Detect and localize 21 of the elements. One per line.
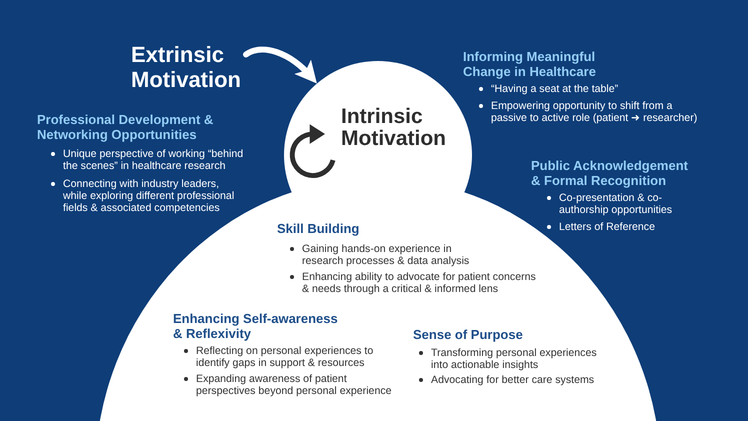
curved-arrow [243,46,318,84]
heading-text: Extrinsic Motivation [131,42,245,92]
bullet-text: “Having a seat at the table” [479,83,707,95]
section-heading: Sense of Purpose [413,327,524,342]
bullet-text: Expanding awareness of patient perspectives beyond personal experience [184,373,402,397]
section-heading: Informing Meaningful Change in Healthcare [463,49,597,79]
section-heading: Professional Development & Networking Opportunities [37,112,214,142]
bullet-text: Advocating for better care systems [419,374,609,386]
bullet-text: Letters of Reference [547,221,681,233]
bullet-text: Transforming personal experiences into actionable insights [419,347,609,371]
bullet-text: Unique perspective of working “behind the scenes” in healthcare research [51,148,251,172]
section-heading: Skill Building [277,221,360,236]
heading-text: Intrinsic Motivation [341,106,447,150]
bullet-text: Empowering opportunity to shift from a passive to active role (patient ➜ researcher) [479,100,707,124]
bullet-text: Connecting with industry leaders, while exploring different professional fields & associated competencies [51,178,241,214]
section-heading: Enhancing Self-awareness & Reflexivity [173,311,339,341]
section-heading: Public Acknowledgement & Formal Recognition [531,158,689,188]
bullet-text: Co-presentation & co-authorship opportunities [547,192,681,216]
bullet-text: Enhancing ability to advocate for patient concerns & needs through a critical & informed lens [290,271,542,295]
bullet-text: Gaining hands-on experience in research processes & data analysis [290,243,477,267]
bullet-text: Reflecting on personal experiences to identify gaps in support & resources [184,345,402,369]
